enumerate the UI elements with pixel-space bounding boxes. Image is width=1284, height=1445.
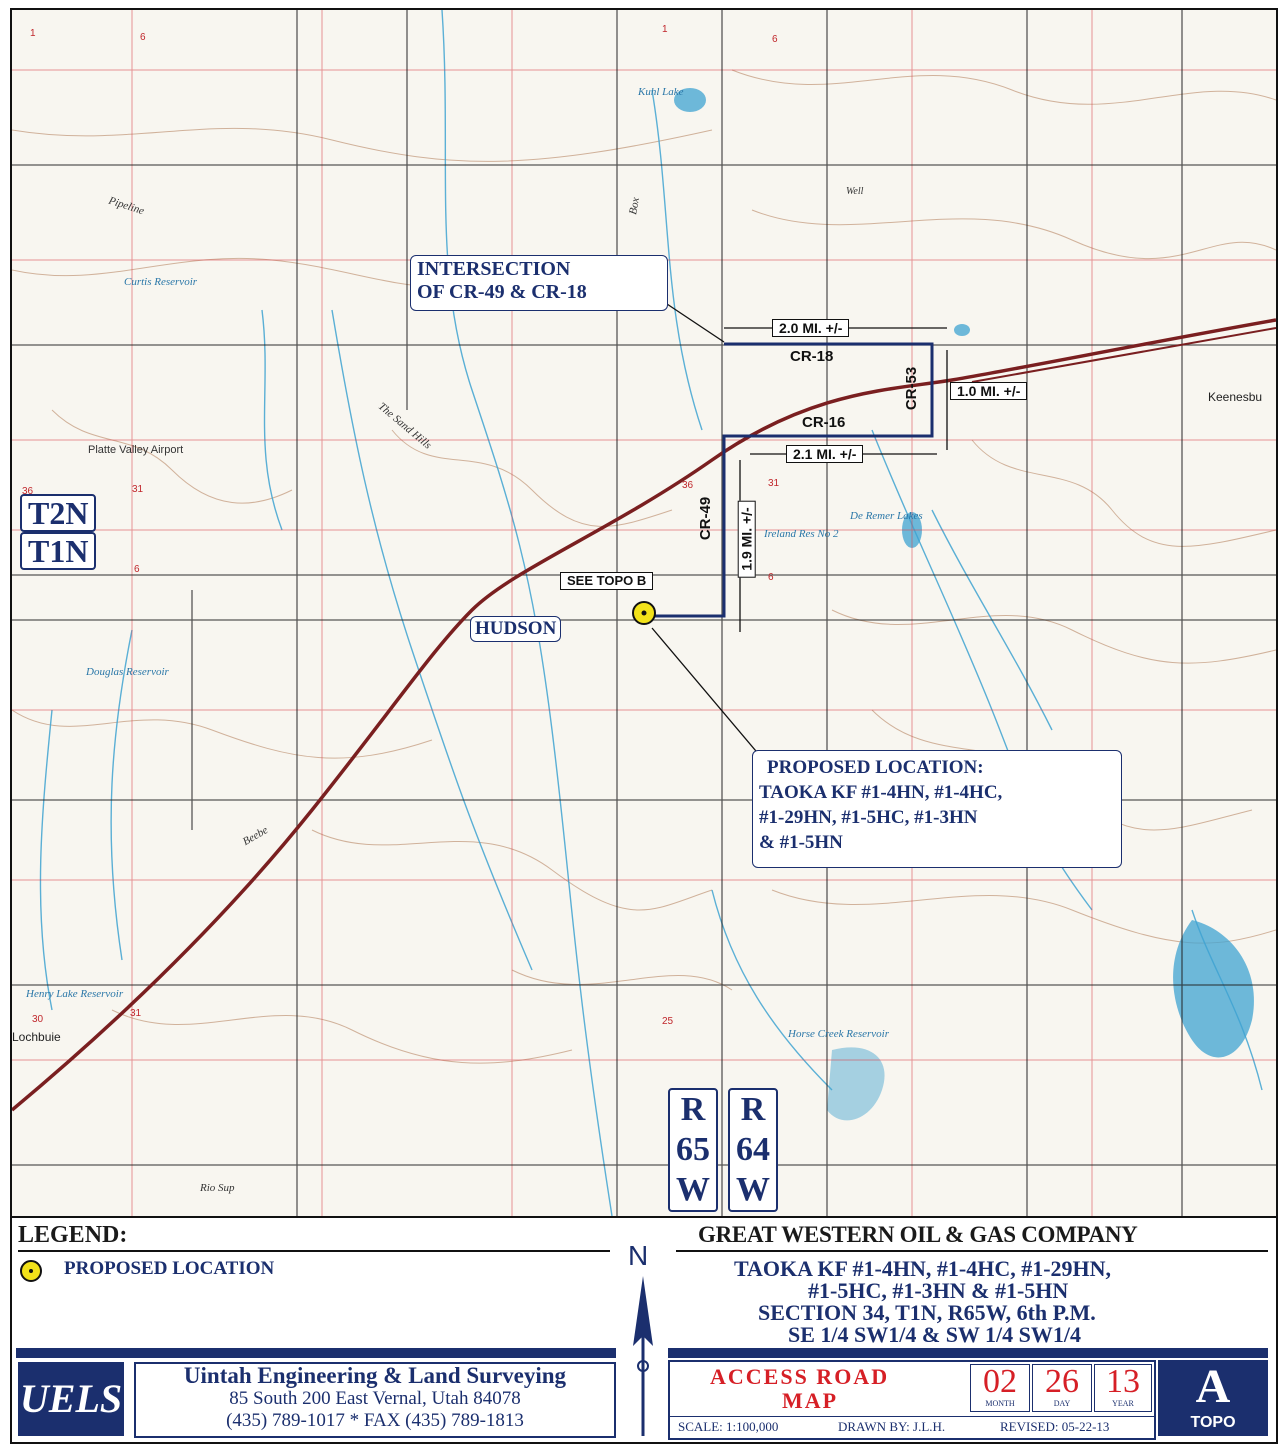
date-day-box: 26 DAY bbox=[1032, 1364, 1092, 1412]
surveyor-phone: (435) 789-1017 * FAX (435) 789-1813 bbox=[226, 1410, 524, 1431]
place-well: Well bbox=[846, 186, 864, 197]
company-name: GREAT WESTERN OIL & GAS COMPANY bbox=[698, 1222, 1138, 1247]
uels-logo-text: UELS bbox=[19, 1376, 123, 1421]
date-year-box: 13 YEAR bbox=[1094, 1364, 1152, 1412]
date-day: 26 bbox=[1045, 1363, 1079, 1400]
date-day-label: DAY bbox=[1053, 1399, 1071, 1408]
section-number: 1 bbox=[662, 24, 668, 35]
surveyor-box: Uintah Engineering & Land Surveying 85 S… bbox=[134, 1362, 616, 1438]
intersection-callout: INTERSECTION OF CR-49 & CR-18 bbox=[410, 255, 668, 311]
map-graphics bbox=[12, 10, 1276, 1216]
place-ireland-res: Ireland Res No 2 bbox=[764, 528, 839, 540]
section-number: 6 bbox=[134, 564, 140, 575]
date-month-box: 02 MONTH bbox=[970, 1364, 1030, 1412]
range-65w: R 65 W bbox=[668, 1088, 718, 1212]
distance-1-9-mi: 1.9 MI. +/- bbox=[737, 500, 756, 578]
range-64w-r: R bbox=[740, 1091, 766, 1128]
company-line3: SECTION 34, T1N, R65W, 6th P.M. bbox=[758, 1300, 1096, 1325]
hudson-label: HUDSON bbox=[470, 616, 562, 642]
place-horse-creek: Horse Creek Reservoir bbox=[788, 1028, 890, 1040]
titleblock-top-rule bbox=[668, 1348, 1268, 1358]
surveyor-address: 85 South 200 East Vernal, Utah 84078 bbox=[229, 1388, 521, 1409]
place-de-remer-lakes: De Remer Lakes bbox=[850, 510, 923, 522]
section-number: 36 bbox=[22, 486, 34, 497]
legend-item-label: PROPOSED LOCATION bbox=[64, 1258, 275, 1279]
scale-text: SCALE: 1:100,000 bbox=[678, 1419, 779, 1434]
range-64w: R 64 W bbox=[728, 1088, 778, 1212]
road-cr49: CR-49 bbox=[697, 496, 715, 541]
intersection-line2: OF CR-49 & CR-18 bbox=[417, 281, 587, 303]
place-douglas-reservoir: Douglas Reservoir bbox=[86, 666, 169, 678]
section-number: 31 bbox=[130, 1008, 142, 1019]
range-65w-r: R bbox=[680, 1091, 706, 1128]
place-curtis-reservoir: Curtis Reservoir bbox=[124, 276, 198, 288]
north-arrow-icon bbox=[633, 1276, 653, 1436]
section-number: 6 bbox=[140, 32, 146, 43]
section-number: 31 bbox=[768, 478, 780, 489]
proposed-location-callout: PROPOSED LOCATION: TAOKA KF #1-4HN, #1-4… bbox=[752, 750, 1122, 868]
sheet-letter: A bbox=[1195, 1360, 1231, 1413]
place-platte-valley-airport: Platte Valley Airport bbox=[88, 444, 184, 456]
company-line2: #1-5HC, #1-3HN & #1-5HN bbox=[808, 1278, 1069, 1303]
north-label: N bbox=[628, 1240, 649, 1271]
titleblock-footer: SCALE: 1:100,000 DRAWN BY: J.L.H. REVISE… bbox=[670, 1416, 1154, 1437]
road-cr18: CR-18 bbox=[790, 348, 834, 365]
section-number: 30 bbox=[32, 1014, 44, 1025]
sheet-badge: A TOPO bbox=[1158, 1360, 1268, 1436]
range-64w-w: W bbox=[736, 1171, 770, 1208]
sheet-label: TOPO bbox=[1190, 1414, 1236, 1431]
section-number: 36 bbox=[682, 480, 694, 491]
map-title-1: ACCESS ROAD bbox=[710, 1364, 890, 1389]
proposed-line4: & #1-5HN bbox=[759, 832, 843, 853]
surveyor-name: Uintah Engineering & Land Surveying bbox=[183, 1363, 567, 1388]
section-number: 1 bbox=[30, 28, 36, 39]
place-kuhl-lake: Kuhl Lake bbox=[638, 86, 684, 98]
date-year: 13 bbox=[1106, 1363, 1140, 1400]
date-year-label: YEAR bbox=[1112, 1399, 1134, 1408]
place-henry-lake: Henry Lake Reservoir bbox=[26, 988, 124, 1000]
intersection-line1: INTERSECTION bbox=[417, 258, 571, 280]
company-rule bbox=[676, 1250, 1268, 1252]
place-rio-sup: Rio Sup bbox=[200, 1182, 235, 1194]
range-64w-num: 64 bbox=[736, 1131, 770, 1168]
range-65w-num: 65 bbox=[676, 1131, 710, 1168]
proposed-location-marker bbox=[632, 601, 656, 625]
topographic-map[interactable]: INTERSECTION OF CR-49 & CR-18 HUDSON SEE… bbox=[10, 8, 1278, 1218]
legend-rule bbox=[18, 1250, 610, 1252]
uels-logo: UELS bbox=[18, 1362, 124, 1436]
section-number: 31 bbox=[132, 484, 144, 495]
section-number: 6 bbox=[772, 34, 778, 45]
proposed-line1: PROPOSED LOCATION: bbox=[767, 757, 984, 778]
proposed-line2: TAOKA KF #1-4HN, #1-4HC, bbox=[759, 782, 1003, 803]
section-number: 25 bbox=[662, 1016, 674, 1027]
section-number: 6 bbox=[768, 572, 774, 583]
township-t1n: T1N bbox=[20, 532, 97, 570]
place-lochbuie: Lochbuie bbox=[12, 1030, 61, 1044]
legend-title: LEGEND: bbox=[18, 1222, 128, 1248]
titleblock-box: ACCESS ROAD MAP 02 MONTH 26 DAY 13 YEAR … bbox=[668, 1360, 1156, 1440]
surveyor-top-rule bbox=[16, 1348, 616, 1358]
company-line4: SE 1/4 SW1/4 & SW 1/4 SW1/4 bbox=[788, 1322, 1081, 1347]
place-keenesburg: Keenesbu bbox=[1208, 390, 1263, 404]
range-65w-w: W bbox=[676, 1171, 710, 1208]
proposed-line3: #1-29HN, #1-5HC, #1-3HN bbox=[759, 807, 978, 828]
see-topo-b-label: SEE TOPO B bbox=[560, 572, 654, 590]
map-title-2: MAP bbox=[782, 1388, 839, 1413]
legend-marker-icon bbox=[20, 1260, 42, 1282]
title-panel: LEGEND: PROPOSED LOCATION N GREAT WESTER… bbox=[10, 1216, 1278, 1444]
revised-text: REVISED: 05-22-13 bbox=[1000, 1419, 1110, 1434]
date-month-label: MONTH bbox=[985, 1399, 1015, 1408]
date-month: 02 bbox=[983, 1363, 1017, 1400]
distance-2-1-mi: 2.1 MI. +/- bbox=[786, 445, 864, 463]
distance-2-0-mi: 2.0 MI. +/- bbox=[772, 319, 850, 337]
township-t2n: T2N bbox=[20, 494, 97, 532]
road-cr16: CR-16 bbox=[802, 414, 846, 431]
distance-1-0-mi: 1.0 MI. +/- bbox=[950, 382, 1028, 400]
company-line1: TAOKA KF #1-4HN, #1-4HC, #1-29HN, bbox=[734, 1256, 1112, 1281]
road-cr53: CR-53 bbox=[903, 366, 921, 411]
highway-line bbox=[12, 318, 1276, 1112]
drawn-by-text: DRAWN BY: J.L.H. bbox=[838, 1419, 946, 1434]
